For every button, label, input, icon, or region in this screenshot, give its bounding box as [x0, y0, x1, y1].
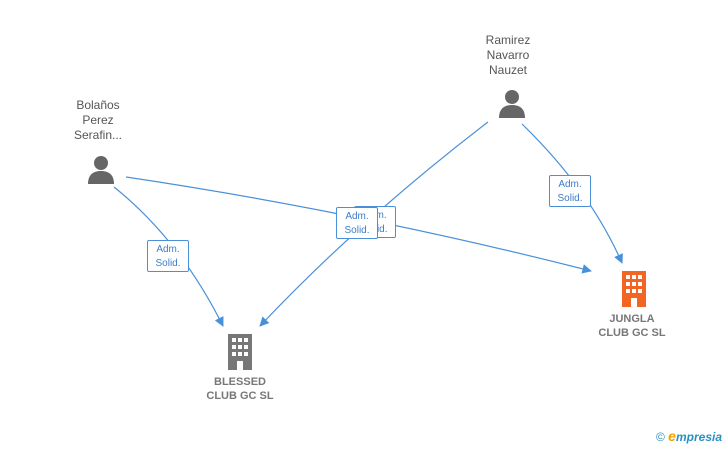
- edge-badge-ramirez-jungla[interactable]: Adm. Solid.: [549, 175, 591, 207]
- copyright-symbol: ©: [655, 430, 665, 444]
- edge-badge-ramirez-blessed[interactable]: Adm. Solid.: [336, 207, 378, 239]
- brand-name: mpresia: [675, 430, 722, 444]
- edge-badge-bolanos-blessed[interactable]: Adm. Solid.: [147, 240, 189, 272]
- company-label-blessed[interactable]: BLESSED CLUB GC SL: [206, 376, 274, 402]
- watermark: © empresia: [656, 428, 722, 444]
- person-icon[interactable]: [497, 88, 527, 118]
- company-label-jungla[interactable]: JUNGLA CLUB GC SL: [598, 313, 666, 339]
- brand-initial: e: [668, 428, 676, 444]
- person-icon[interactable]: [86, 154, 116, 184]
- person-label-ramirez[interactable]: Ramirez Navarro Nauzet: [485, 33, 531, 77]
- building-icon[interactable]: [224, 334, 256, 370]
- building-icon[interactable]: [618, 271, 650, 307]
- person-label-bolanos[interactable]: Bolaños Perez Serafin...: [73, 98, 123, 142]
